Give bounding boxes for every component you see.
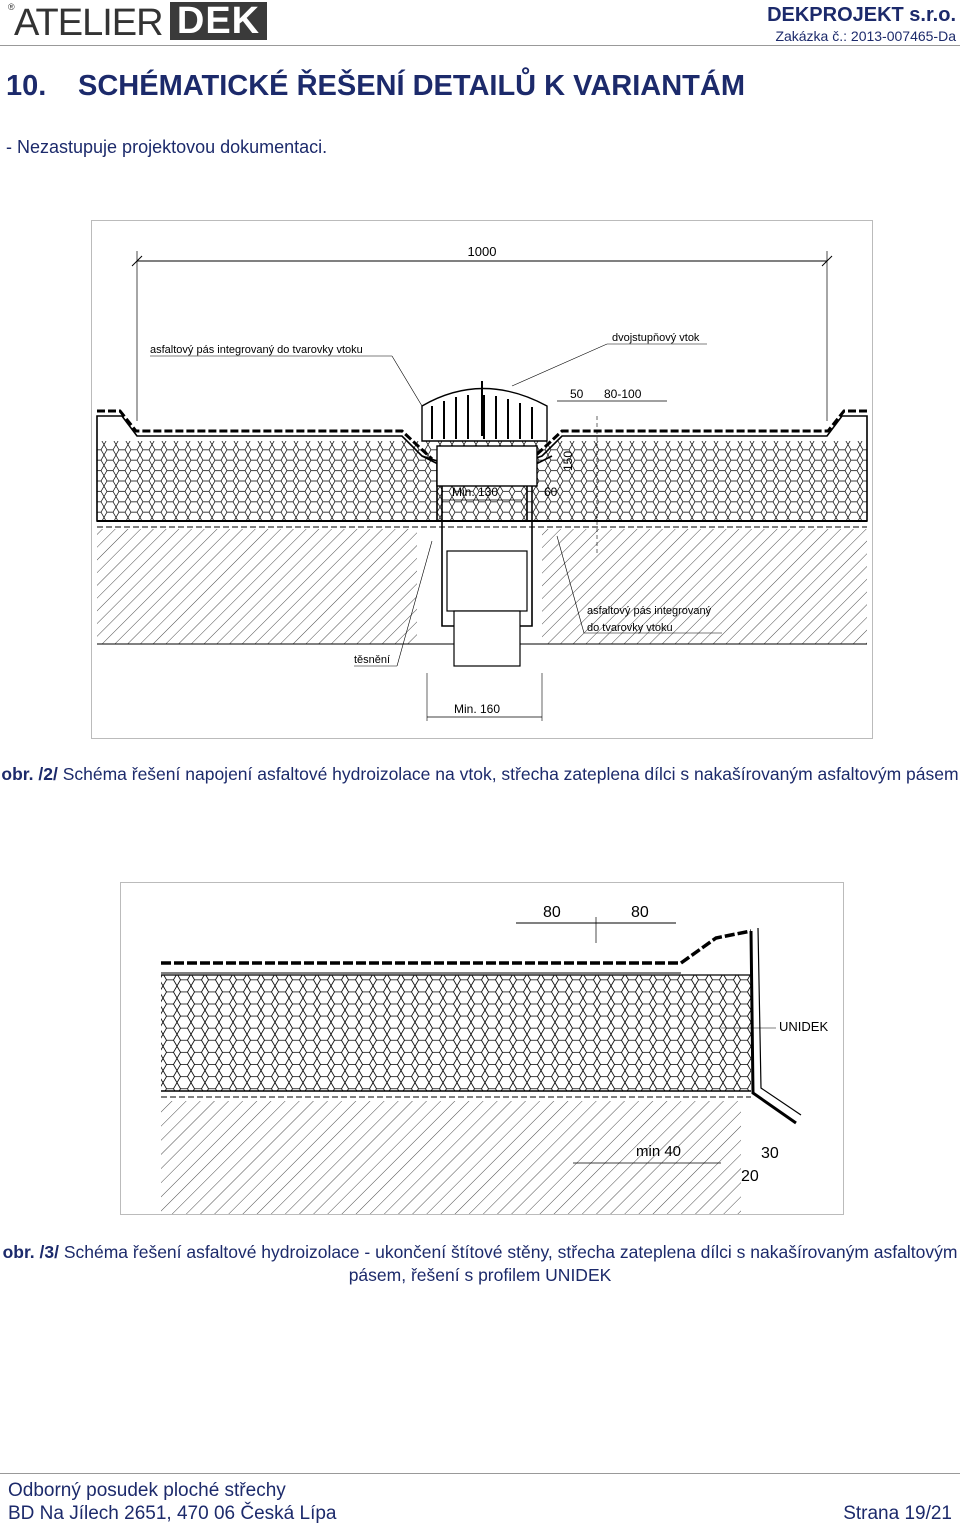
header-divider (0, 45, 960, 46)
figure3-caption-prefix: obr. /3/ (2, 1242, 59, 1262)
gable-edge-detail-svg: 80 80 UNIDEK min 40 30 20 (161, 904, 828, 1214)
label-seal: těsnění (354, 654, 390, 666)
footer-divider (0, 1473, 960, 1474)
figure3-caption: obr. /3/ Schéma řešení asfaltové hydroiz… (0, 1241, 960, 1287)
footer-report-title: Odborný posudek ploché střechy (8, 1480, 286, 1501)
label-two-stage-drain: dvojstupňový vtok (612, 332, 700, 344)
dim-60-label: 60 (544, 485, 558, 499)
dim-50-label: 50 (570, 387, 584, 401)
drain-detail-drawing: 1000 asfaltový pás integrovaný do tvarov… (91, 220, 873, 739)
dim-80b-label: 80 (631, 904, 649, 921)
figure2-caption-prefix: obr. /2/ (1, 764, 58, 784)
figure2-caption-text: Schéma řešení napojení asfaltové hydroiz… (57, 764, 959, 784)
section-number: 10. (6, 70, 47, 102)
dim-min160-label: Min. 160 (454, 702, 500, 716)
gable-edge-detail-drawing: 80 80 UNIDEK min 40 30 20 (120, 882, 844, 1215)
figure3-caption-text: Schéma řešení asfaltové hydroizolace - u… (58, 1242, 958, 1285)
dim-150-label: 150 (561, 451, 575, 471)
order-number: Zakázka č.: 2013-007465-Da (775, 28, 956, 44)
label-integrated-strip-lower-1: asfaltový pás integrovaný (587, 605, 712, 617)
dim-20-label: 20 (741, 1168, 759, 1185)
dim-30-label: 30 (761, 1145, 779, 1162)
company-name: DEKPROJEKT s.r.o. (767, 4, 956, 26)
label-integrated-strip-lower-2: do tvarovky vtoku (587, 622, 673, 634)
dim-80-100-label: 80-100 (604, 387, 642, 401)
label-integrated-strip: asfaltový pás integrovaný do tvarovky vt… (150, 344, 363, 356)
section-title: SCHÉMATICKÉ ŘEŠENÍ DETAILŮ K VARIANTÁM (78, 70, 745, 102)
section-heading: 10. SCHÉMATICKÉ ŘEŠENÍ DETAILŮ K VARIANTÁ… (6, 70, 745, 103)
dim-total-label: 1000 (468, 244, 497, 259)
label-unidek: UNIDEK (779, 1019, 828, 1034)
footer-page-number: Strana 19/21 (843, 1503, 952, 1524)
drain-detail-svg: 1000 asfaltový pás integrovaný do tvarov… (96, 244, 868, 721)
dim-80a-label: 80 (543, 904, 561, 921)
footer-address: BD Na Jílech 2651, 470 06 Česká Lípa (8, 1503, 337, 1524)
logo-registered-mark: ® (8, 2, 15, 12)
disclaimer-note: - Nezastupuje projektovou dokumentaci. (6, 137, 328, 157)
dim-min40-label: min 40 (636, 1143, 681, 1160)
logo-dek-text: DEK (170, 2, 267, 40)
dim-min130-label: Min. 130 (452, 485, 498, 499)
logo-atelier-text: ATELIER (14, 2, 164, 44)
figure2-caption: obr. /2/ Schéma řešení napojení asfaltov… (0, 763, 960, 786)
